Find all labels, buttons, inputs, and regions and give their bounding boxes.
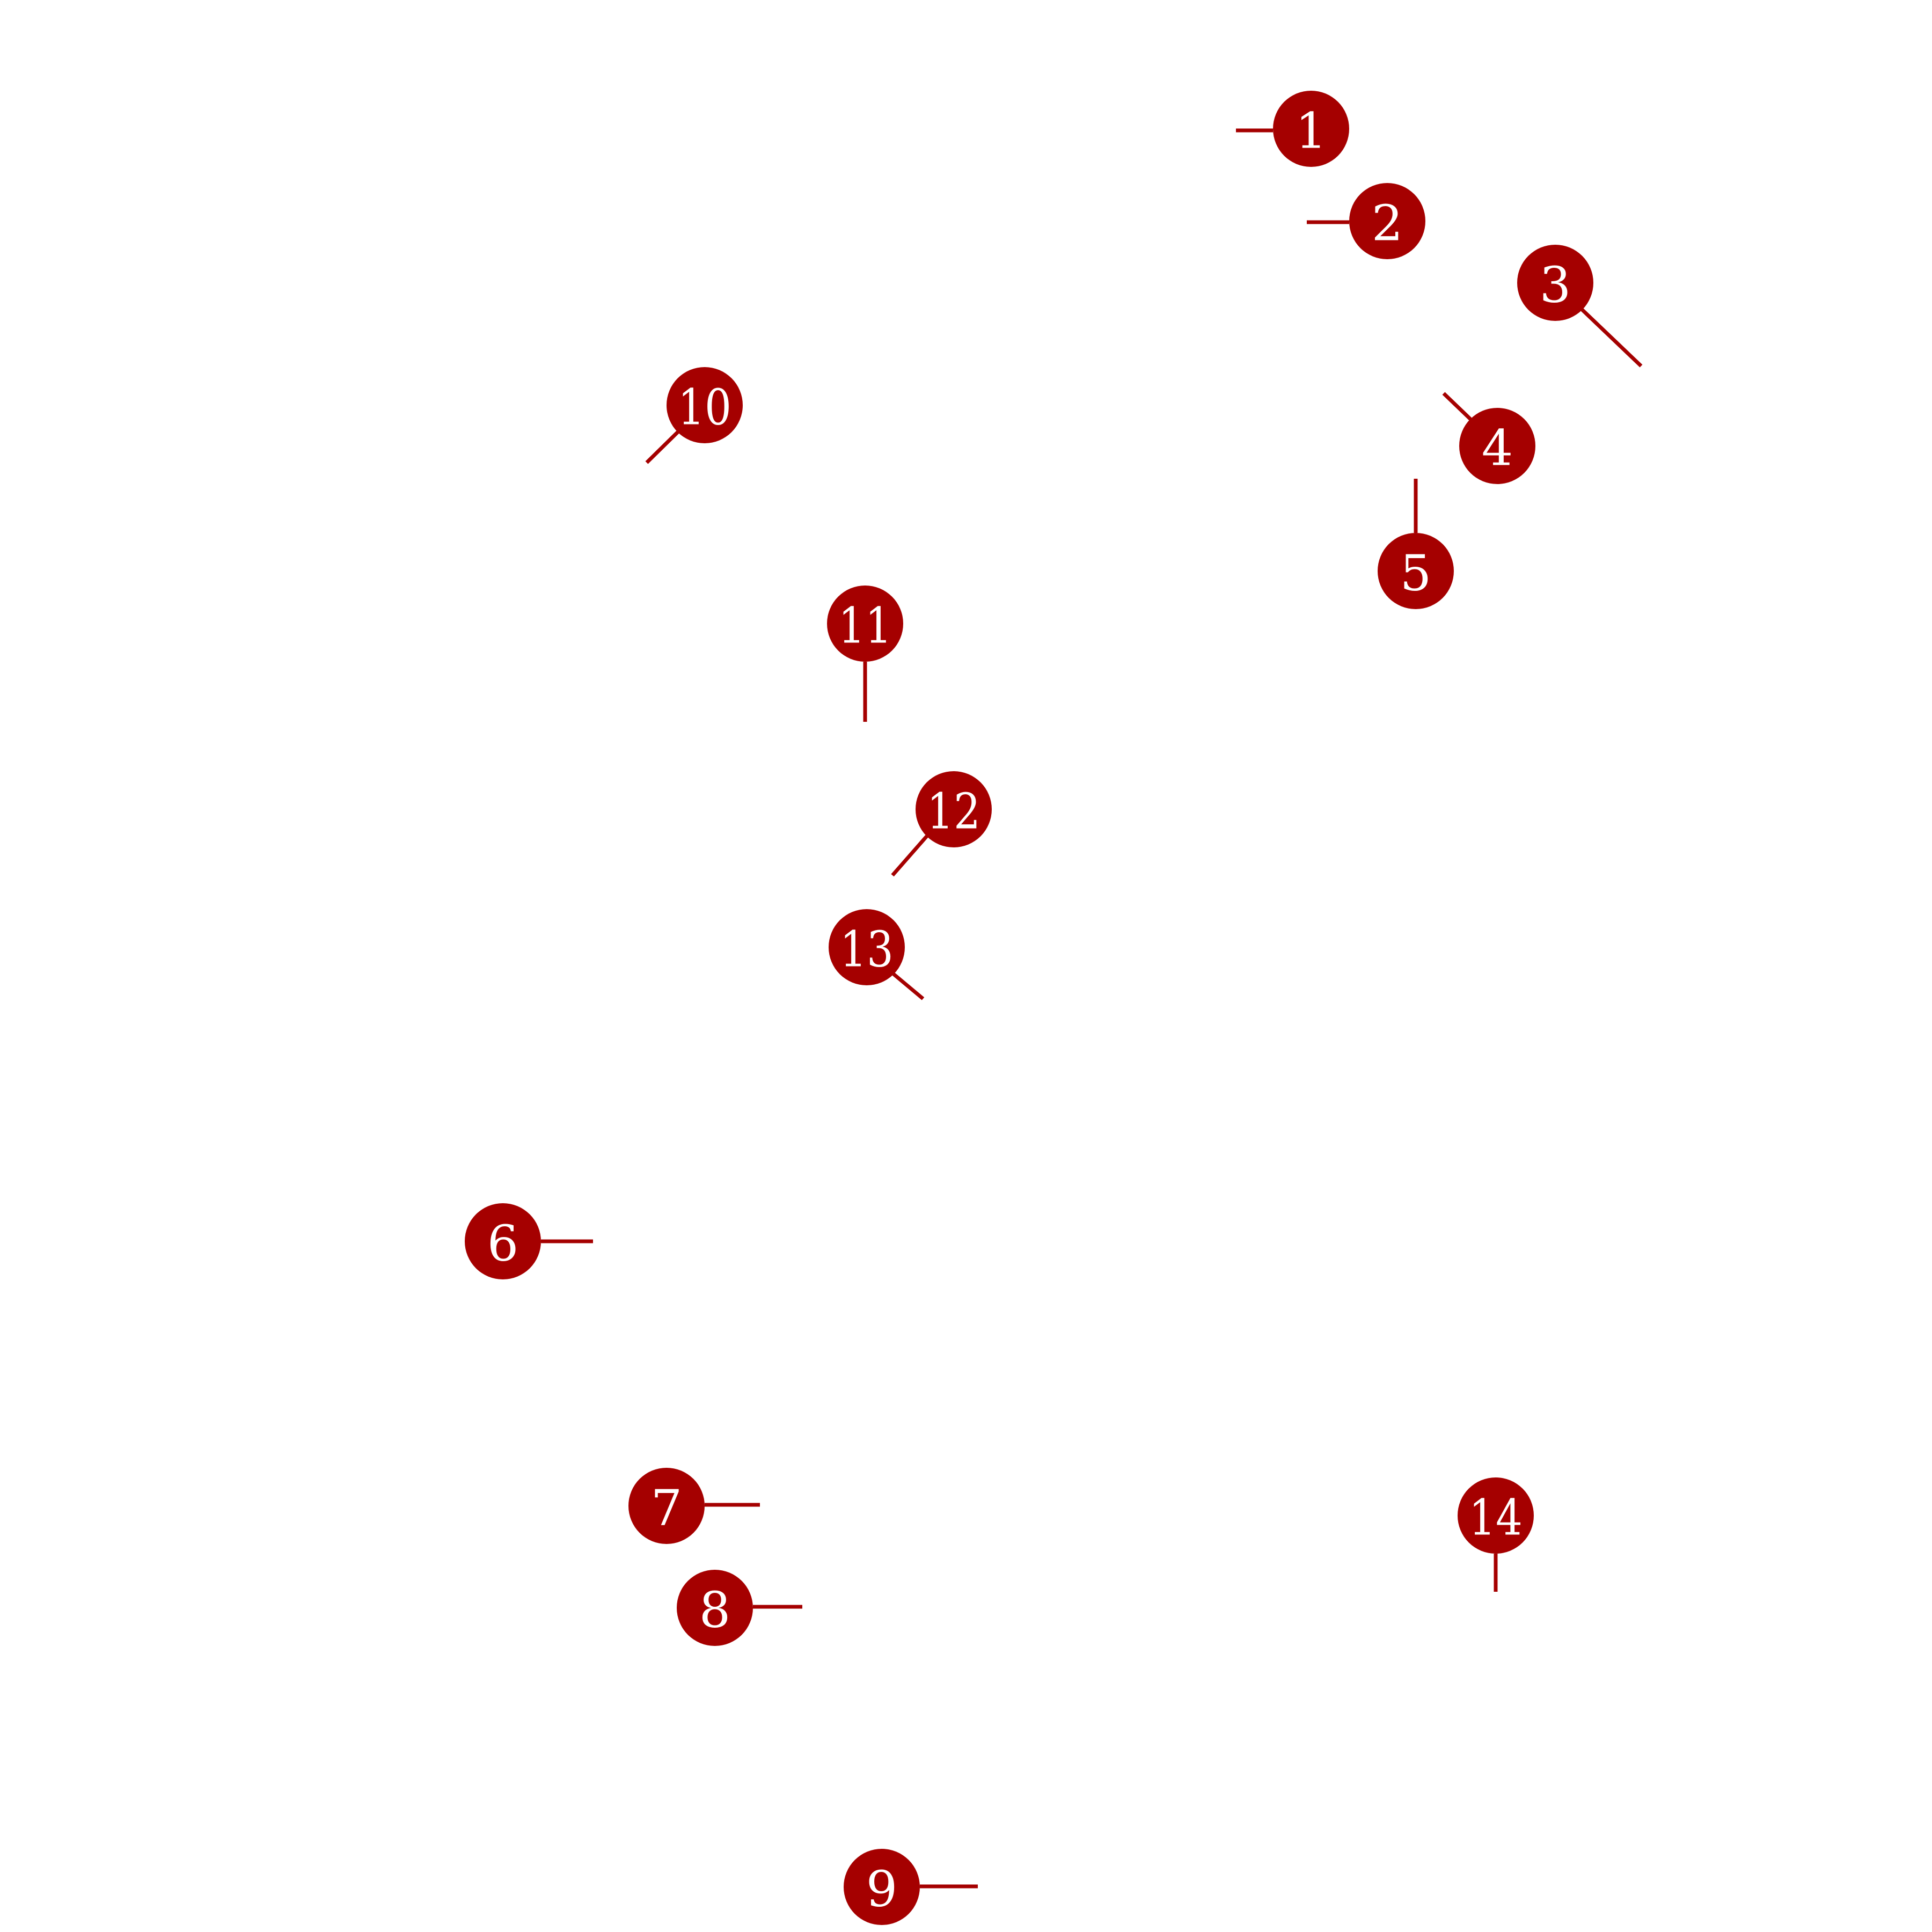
marker-label-14: 14 <box>1469 1489 1523 1547</box>
callout-marker-13: 13 <box>829 909 925 1000</box>
marker-circle-8 <box>677 1570 753 1646</box>
callout-marker-5: 5 <box>1378 479 1454 609</box>
marker-label-1: 1 <box>1296 103 1327 160</box>
marker-circle-2 <box>1349 183 1425 259</box>
callout-marker-8: 8 <box>677 1570 802 1646</box>
marker-label-12: 12 <box>927 783 980 840</box>
marker-label-2: 2 <box>1372 195 1403 252</box>
callout-marker-1: 1 <box>1236 91 1349 167</box>
marker-circle-12 <box>916 771 992 847</box>
leader-line-3 <box>1580 308 1643 368</box>
marker-label-6: 6 <box>487 1215 519 1272</box>
marker-label-11: 11 <box>838 597 892 655</box>
marker-circle-4 <box>1459 408 1535 484</box>
callout-marker-7: 7 <box>628 1468 760 1544</box>
marker-circle-13 <box>829 909 905 985</box>
marker-label-4: 4 <box>1482 420 1513 477</box>
marker-label-7: 7 <box>651 1480 683 1537</box>
marker-circle-10 <box>667 367 743 443</box>
marker-label-3: 3 <box>1540 257 1571 314</box>
callout-marker-11: 11 <box>827 586 903 722</box>
leader-line-12 <box>891 835 928 877</box>
marker-circle-3 <box>1517 245 1593 321</box>
callout-marker-14: 14 <box>1458 1477 1534 1592</box>
marker-circle-14 <box>1458 1477 1534 1554</box>
callout-marker-12: 12 <box>891 771 992 877</box>
marker-circle-7 <box>628 1468 705 1544</box>
leader-line-4 <box>1442 392 1472 421</box>
marker-circle-1 <box>1273 91 1349 167</box>
marker-label-13: 13 <box>840 921 894 978</box>
marker-label-5: 5 <box>1400 545 1432 602</box>
marker-circle-5 <box>1378 533 1454 609</box>
callout-marker-2: 2 <box>1307 183 1425 259</box>
callout-marker-3: 3 <box>1517 245 1643 368</box>
marker-label-10: 10 <box>678 379 731 436</box>
marker-circle-9 <box>844 1849 920 1925</box>
leader-line-10 <box>645 430 679 464</box>
marker-circle-6 <box>465 1203 541 1279</box>
marker-circle-11 <box>827 586 903 662</box>
marker-label-8: 8 <box>699 1582 731 1639</box>
callout-marker-4: 4 <box>1442 392 1535 484</box>
callout-marker-10: 10 <box>645 367 743 464</box>
leader-line-13 <box>892 972 925 1000</box>
marker-label-9: 9 <box>866 1861 898 1918</box>
callout-marker-9: 9 <box>844 1849 978 1925</box>
callout-marker-6: 6 <box>465 1203 593 1279</box>
